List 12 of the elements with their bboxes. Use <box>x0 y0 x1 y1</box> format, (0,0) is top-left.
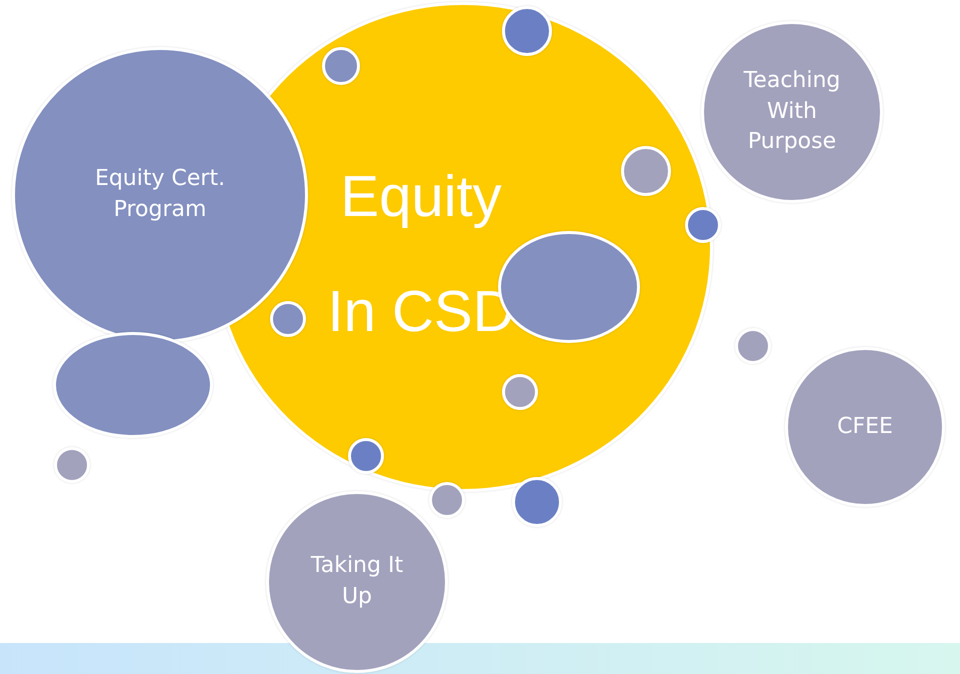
circle <box>502 374 538 410</box>
circle <box>429 482 465 518</box>
bubble-label: CFEE <box>837 412 893 441</box>
bubble-label: Teaching With Purpose <box>742 66 842 156</box>
circle <box>54 447 90 483</box>
circle <box>735 328 771 364</box>
circle <box>512 477 562 527</box>
circle <box>322 47 360 85</box>
circle <box>348 438 384 474</box>
bubble-label: Taking It Up <box>310 552 404 611</box>
circle <box>621 146 671 196</box>
bubble-label: Equity Cert. Program <box>94 165 226 224</box>
